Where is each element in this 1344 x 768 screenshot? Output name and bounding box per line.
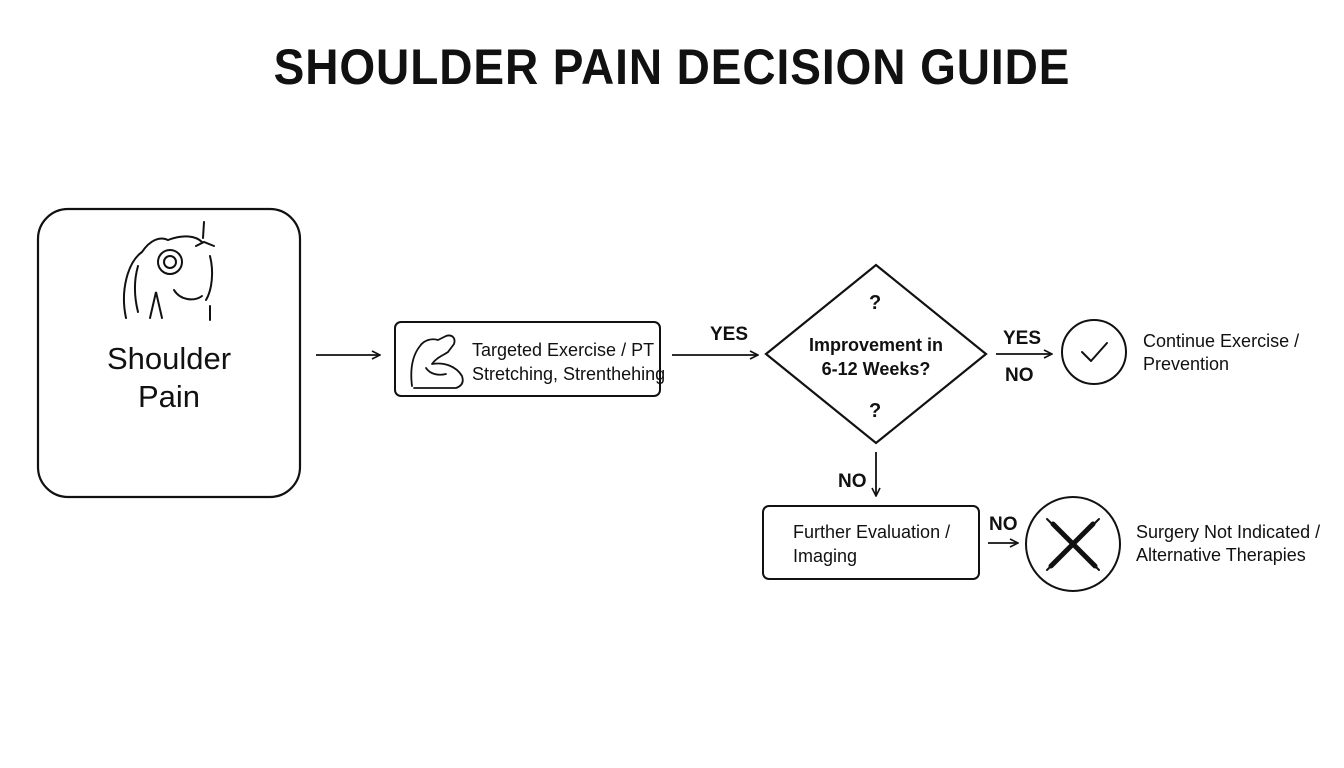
decision-label: Improvement in 6-12 Weeks? <box>770 333 982 381</box>
branch-label-no-eval: NO <box>989 514 1018 535</box>
start-box <box>36 207 302 499</box>
surgery-line-1: Surgery Not Indicated / <box>1136 522 1321 542</box>
evaluation-line-1: Further Evaluation / <box>793 522 951 542</box>
continue-label: Continue Exercise / Prevention <box>1143 330 1299 376</box>
decision-qmark-bottom: ? <box>869 400 882 422</box>
evaluation-label: Further Evaluation / Imaging <box>793 520 950 568</box>
surgery-label: Surgery Not Indicated / Alternative Ther… <box>1136 521 1320 567</box>
decision-line-1: Improvement in <box>808 335 944 355</box>
decision-diamond <box>764 263 988 445</box>
page-title: SHOULDER PAIN DECISION GUIDE <box>273 39 1071 95</box>
exercise-label: Targeted Exercise / PT Stretching, Stren… <box>472 338 665 386</box>
continue-line-1: Continue Exercise / <box>1143 331 1300 351</box>
start-line-1: Shoulder <box>106 341 232 376</box>
flexed-arm-icon <box>410 334 464 389</box>
exercise-line-1: Targeted Exercise / PT <box>472 340 655 360</box>
surgery-circle <box>1025 496 1121 592</box>
branch-label-yes-into: YES <box>710 324 749 345</box>
start-box-label: Shoulder Pain <box>38 340 300 416</box>
surgery-line-2: Alternative Therapies <box>1136 545 1306 565</box>
start-line-2: Pain <box>137 379 201 414</box>
branch-label-no-down: NO <box>838 471 867 492</box>
branch-label-yes-out: YES <box>1003 328 1042 349</box>
evaluation-box <box>762 505 980 580</box>
checkmark-icon <box>1081 342 1108 362</box>
evaluation-line-2: Imaging <box>793 546 858 566</box>
decision-qmark-top: ? <box>869 292 882 314</box>
crossed-scalpels-icon <box>1046 518 1100 571</box>
exercise-box <box>394 321 661 397</box>
decision-line-2: 6-12 Weeks? <box>821 359 931 379</box>
continue-line-2: Prevention <box>1143 354 1230 374</box>
exercise-line-2: Stretching, Strenthehing <box>472 364 666 384</box>
shoulder-icon <box>122 221 215 321</box>
continue-circle <box>1061 319 1127 385</box>
branch-label-no-right: NO <box>1005 365 1034 386</box>
